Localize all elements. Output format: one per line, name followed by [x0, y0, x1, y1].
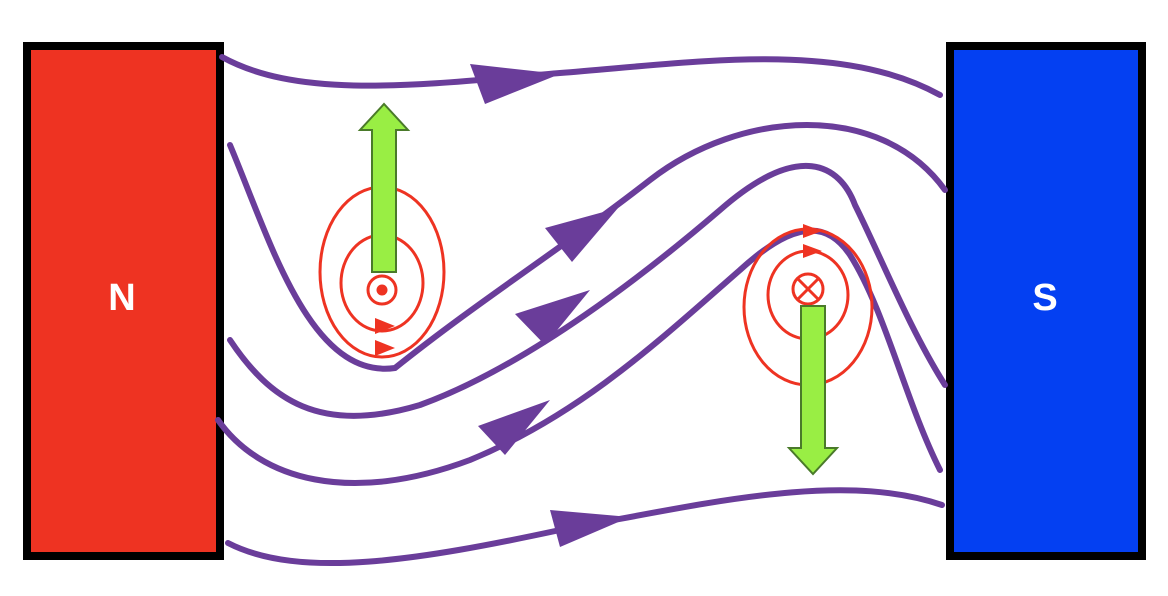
conductor-out-of-page [318, 102, 446, 359]
loop-arrow-2 [375, 340, 395, 356]
field-line-2 [227, 122, 948, 372]
north-magnet: N [23, 42, 224, 560]
dot-in-circle-icon [366, 274, 398, 306]
field-line-3 [227, 162, 948, 419]
loop-arrow-2 [803, 244, 822, 258]
north-magnet-body [23, 42, 224, 560]
field-line-4 [215, 227, 943, 486]
cross-in-circle-icon [791, 272, 825, 306]
loop-arrow-1 [803, 224, 822, 238]
south-magnet-body [946, 42, 1146, 560]
south-magnet: S [946, 42, 1146, 560]
conductor-into-page [742, 224, 874, 476]
north-pole-label: N [108, 277, 135, 319]
field-line-arrows [470, 64, 630, 547]
force-arrow-up-icon [357, 102, 411, 273]
field-arrow-4 [478, 400, 550, 455]
conductor-2-loop-arrows [803, 224, 822, 258]
conductor-1-loop-arrows [375, 318, 395, 356]
south-pole-label: S [1032, 277, 1057, 319]
loop-arrow-1 [375, 318, 395, 334]
field-arrow-1 [470, 64, 560, 104]
field-line-1 [219, 54, 943, 98]
force-arrow-down-icon [786, 305, 840, 476]
field-arrow-2 [545, 208, 618, 262]
field-arrow-5 [550, 510, 630, 547]
field-arrow-3 [515, 290, 590, 345]
